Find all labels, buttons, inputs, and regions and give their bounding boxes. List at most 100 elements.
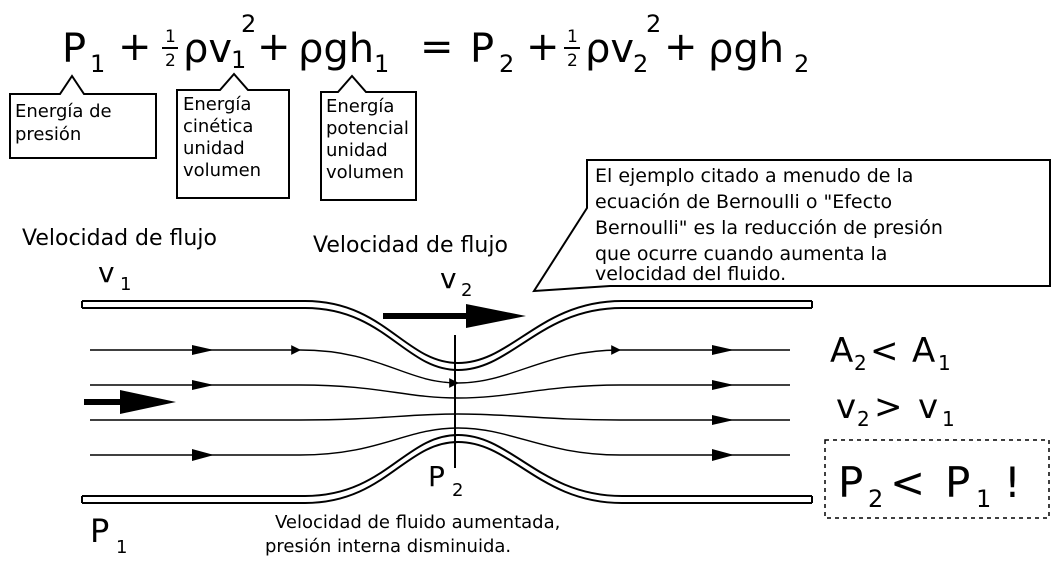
streamline-arrowheads (192, 345, 734, 461)
flow-arrows (84, 304, 526, 414)
eq-plus-3: + (526, 24, 560, 70)
eq-v2-square: 2 (646, 10, 661, 38)
eq-plus-1: + (118, 24, 152, 70)
area-comparison: A 2 < A 1 (830, 331, 951, 375)
velocity-middle-symbol: v (440, 262, 457, 295)
eq-half-den-2: 2 (567, 51, 578, 71)
pressure-cmp-left-subscript: 2 (868, 485, 883, 513)
velocity-left-symbol: v (98, 256, 115, 289)
eq-plus-2: + (257, 24, 291, 70)
callout-line-4: que ocurre cuando aumenta la (595, 243, 887, 265)
callout-line-3: Bernoulli" es la reducción de presión (595, 217, 943, 239)
eq-p2-subscript: 2 (499, 50, 514, 78)
bernoulli-equation: P 1 + 1 2 ρv 1 2 + ρgh 1 = P 2 + 1 2 ρv … (62, 10, 809, 78)
area-right-symbol: A (912, 331, 935, 371)
eq-h1-subscript: 1 (374, 50, 389, 78)
energy-box-kinetic: Energía cinética unidad volumen (176, 72, 290, 199)
bernoulli-effect-callout: El ejemplo citado a menudo de la ecuació… (532, 159, 1051, 293)
eq-p1-subscript: 1 (90, 50, 105, 78)
potential-box-line-1: Energía (326, 96, 394, 117)
area-left-subscript: 2 (854, 351, 867, 375)
flow-velocity-labels: Velocidad de flujo v 1 Velocidad de fluj… (22, 226, 508, 301)
p2-label-symbol: P (428, 460, 445, 493)
pressure-cmp-left-symbol: P (838, 458, 863, 507)
pressure-box-line-1: Energía de (15, 101, 112, 122)
eq-equals: = (420, 24, 454, 70)
kinetic-box-line-2: cinética (183, 116, 253, 137)
kinetic-box-outline (176, 72, 290, 199)
velocity-cmp-right-subscript: 1 (942, 407, 955, 431)
potential-box-outline (320, 74, 417, 201)
potential-box-line-4: volumen (326, 162, 404, 183)
velocity-middle-subscript: 2 (461, 280, 472, 301)
throat-arrow-head (466, 304, 526, 328)
pressure-cmp-operator: < (890, 458, 925, 507)
eq-rho-g-h-2: ρgh (708, 26, 784, 72)
arrow-s1-left (192, 345, 214, 355)
pipe-top-wall-inner (82, 300, 812, 365)
velocity-cmp-left-subscript: 2 (857, 407, 870, 431)
venturi-pipe (81, 300, 813, 504)
eq-rho-v-2: ρv (585, 26, 634, 72)
eq-p1-symbol: P (62, 26, 86, 72)
area-operator: < (870, 331, 899, 371)
pressure-box-line-2: presión (15, 124, 81, 145)
eq-half-num-2: 1 (567, 27, 578, 47)
streamline-2 (90, 384, 790, 399)
eq-v1-subscript: 1 (231, 46, 246, 74)
streamline-4 (90, 427, 790, 456)
velocity-left-title: Velocidad de flujo (22, 226, 217, 251)
kinetic-box-line-3: unidad (183, 138, 245, 159)
pressure-cmp-exclamation: ! (1004, 458, 1021, 507)
pipe-bottom-wall-outer (82, 440, 812, 504)
pressure-cmp-right-symbol: P (945, 458, 970, 507)
streamlines (90, 345, 790, 456)
p2-label-subscript: 2 (452, 480, 463, 501)
bottom-note-line-1: Velocidad de fluido aumentada, (275, 512, 560, 533)
area-left-symbol: A (830, 331, 853, 371)
callout-line-1: El ejemplo citado a menudo de la (595, 165, 913, 187)
eq-rho-v-1: ρv (183, 26, 232, 72)
callout-line-5: velocidad del fluido. (595, 263, 786, 285)
velocity-comparison: v 2 > v 1 (836, 387, 955, 431)
callout-line-2: ecuación de Bernoulli o "Efecto (595, 191, 892, 213)
callout-outline (532, 159, 1051, 293)
eq-half-den-1: 2 (165, 51, 176, 71)
velocity-middle-title: Velocidad de flujo (313, 233, 508, 258)
potential-box-line-2: potencial (326, 118, 409, 139)
pressure-comparison: P 2 < P 1 ! (824, 439, 1050, 519)
arrow-s1-right (712, 345, 734, 355)
kinetic-box-line-1: Energía (183, 94, 251, 115)
velocity-cmp-operator: > (874, 387, 903, 427)
eq-h2-subscript: 2 (794, 50, 809, 78)
bottom-note: Velocidad de fluido aumentada, presión i… (265, 512, 560, 557)
eq-plus-4: + (664, 24, 698, 70)
energy-box-pressure: Energía de presión (9, 74, 157, 159)
eq-p2-symbol: P (470, 26, 494, 72)
inlet-arrow-head (120, 390, 176, 414)
area-right-subscript: 1 (938, 351, 951, 375)
pressure-box-outline (9, 74, 157, 159)
arrow-s4-right (712, 449, 734, 461)
pressure-cmp-right-subscript: 1 (976, 485, 991, 513)
velocity-left-subscript: 1 (120, 274, 131, 295)
velocity-cmp-right-symbol: v (918, 387, 938, 427)
arrow-s2-left (192, 380, 214, 390)
arrow-s4-left (192, 449, 214, 461)
streamline-3 (90, 413, 790, 421)
pressure-labels: P 2 P 1 (90, 460, 463, 558)
arrow-s3-right (712, 415, 734, 425)
kinetic-box-line-4: volumen (183, 160, 261, 181)
eq-rho-g-h-1: ρgh (298, 26, 374, 72)
pipe-bottom-wall-inner (82, 433, 812, 497)
energy-box-potential: Energía potencial unidad volumen (320, 74, 417, 201)
throat-arrow-shaft (383, 313, 471, 319)
inlet-arrow-shaft (84, 399, 124, 405)
streamline-1 (90, 345, 790, 388)
pressure-comparison-box (824, 439, 1050, 519)
potential-box-line-3: unidad (326, 140, 388, 161)
p1-label-subscript: 1 (116, 537, 127, 558)
p1-label-symbol: P (90, 512, 109, 550)
